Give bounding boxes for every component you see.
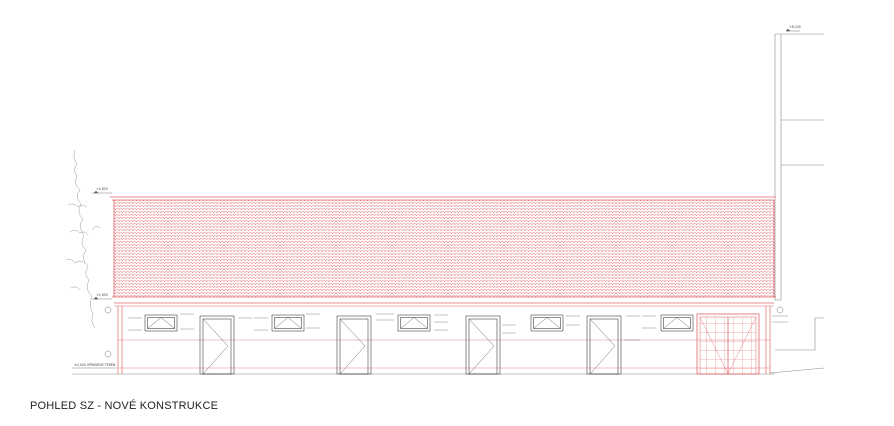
gate	[696, 313, 760, 375]
roof	[110, 196, 776, 307]
door	[336, 315, 372, 375]
existing-level-marker: +8,245	[785, 25, 801, 32]
window	[144, 314, 178, 332]
door	[199, 315, 235, 375]
svg-text:+4,820: +4,820	[96, 187, 108, 191]
tree-vegetation	[65, 149, 101, 329]
ground-level-marker: ±0,000 UPRAVENÝ TERÉN	[72, 362, 116, 369]
opening-level-markers	[128, 313, 788, 341]
window	[530, 314, 564, 332]
roof-level-markers: +4,820 +2,650	[92, 187, 112, 300]
window	[271, 314, 305, 332]
window	[397, 314, 431, 332]
facade-wall	[104, 306, 784, 374]
window	[660, 314, 694, 332]
door	[586, 315, 622, 375]
svg-text:+8,245: +8,245	[789, 25, 801, 29]
svg-text:±0,000 UPRAVENÝ TERÉN: ±0,000 UPRAVENÝ TERÉN	[74, 362, 116, 367]
drawing-caption: POHLED SZ - NOVÉ KONSTRUKCE	[30, 400, 219, 412]
door	[465, 315, 501, 375]
existing-building	[769, 33, 825, 374]
svg-text:+2,650: +2,650	[96, 293, 108, 297]
